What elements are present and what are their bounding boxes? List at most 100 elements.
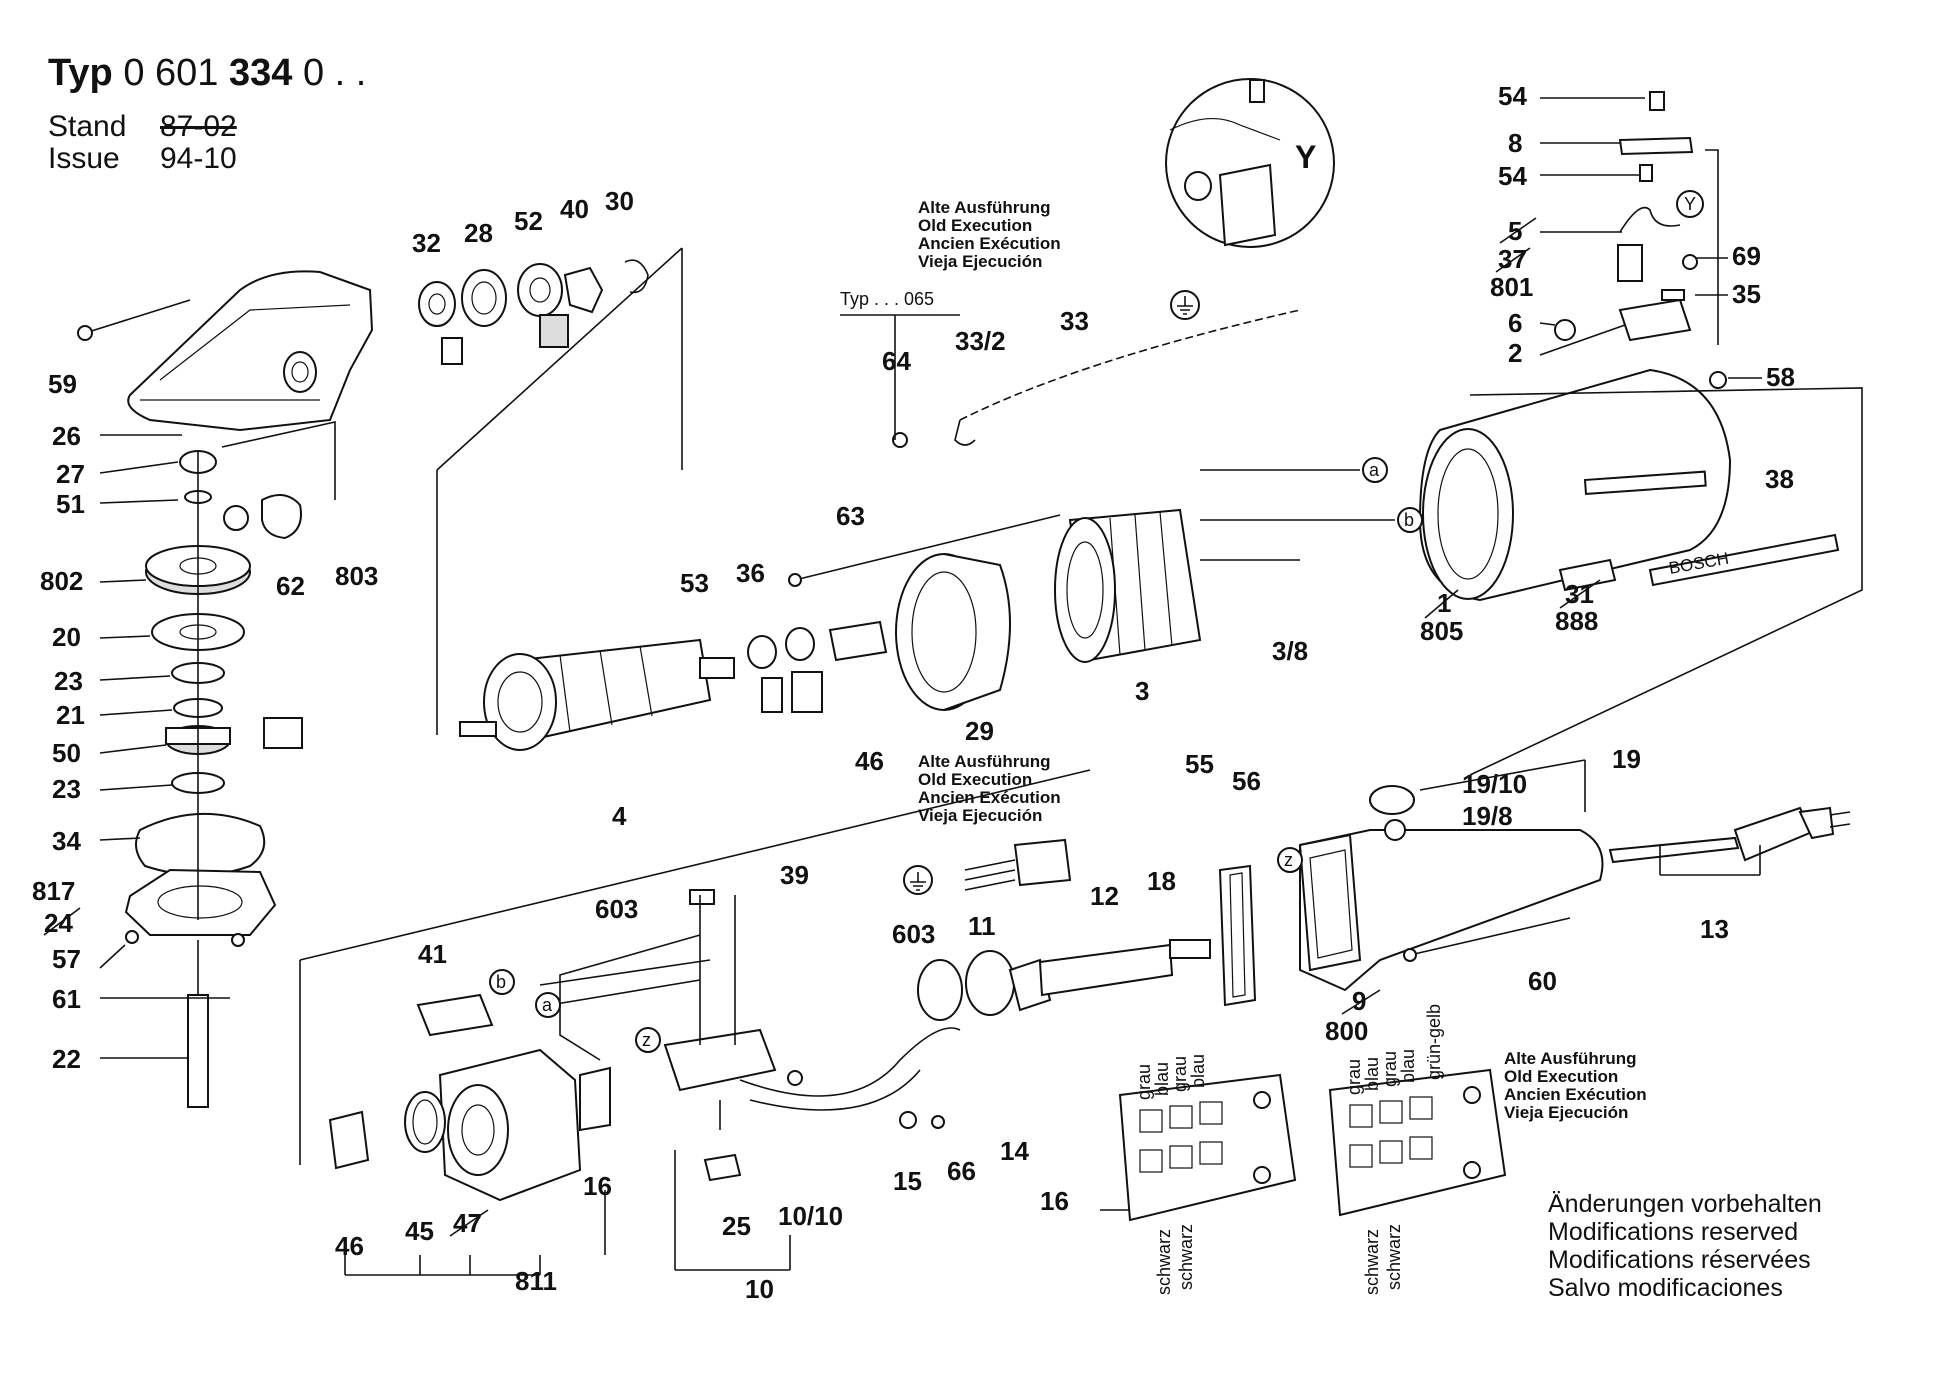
callout: 51: [56, 489, 85, 519]
callout: 19/10: [1462, 769, 1527, 799]
callout-leaders: [99, 97, 1762, 1059]
callout: 603: [595, 894, 638, 924]
svg-text:schwarz: schwarz: [1362, 1229, 1382, 1295]
callout: 35: [1732, 279, 1761, 309]
callout: 16: [583, 1171, 612, 1201]
svg-text:z: z: [1284, 850, 1293, 870]
svg-text:b: b: [496, 972, 506, 992]
svg-text:blau: blau: [1188, 1054, 1208, 1088]
callout: 805: [1420, 616, 1463, 646]
callout: 800: [1325, 1016, 1368, 1046]
callout: 52: [514, 206, 543, 236]
callout: 817: [32, 876, 75, 906]
motor-housing: [1418, 368, 1863, 776]
callout: 21: [56, 700, 85, 730]
callout: 3/8: [1272, 636, 1308, 666]
callout: 33/2: [955, 326, 1006, 356]
old-execution-note-2: Alte Ausführung Old Execution Ancien Exé…: [918, 752, 1061, 825]
svg-text:b: b: [1404, 510, 1414, 530]
callout: 10: [745, 1274, 774, 1304]
suppressor: [903, 838, 1072, 895]
callout: 26: [52, 421, 81, 451]
switch-housing: [299, 769, 1091, 1202]
handle: [1298, 759, 1604, 992]
stator: [1054, 469, 1395, 663]
callout: 23: [54, 666, 83, 696]
gear-head-housing: [77, 270, 374, 432]
callout: 53: [680, 568, 709, 598]
callout: 62: [276, 571, 305, 601]
callout: 39: [780, 860, 809, 890]
svg-text:schwarz: schwarz: [1176, 1224, 1196, 1290]
svg-text:z: z: [642, 1030, 651, 1050]
svg-text:grün-gelb: grün-gelb: [1424, 1004, 1444, 1080]
callout: 6: [1508, 308, 1522, 338]
callout: 13: [1700, 914, 1729, 944]
typ-prefix: 0 601: [123, 52, 219, 94]
issue-label: Issue: [48, 142, 120, 175]
earth-wire: Typ . . . 065: [840, 289, 1301, 448]
svg-text:grau: grau: [1380, 1051, 1400, 1087]
callout: 12: [1090, 881, 1119, 911]
callout: 63: [836, 501, 865, 531]
detail-y: Y: [1165, 78, 1335, 248]
callout: 40: [560, 194, 589, 224]
pinion-shaft-stack: [124, 421, 336, 1108]
callout: 3: [1135, 676, 1149, 706]
callout: 59: [48, 369, 77, 399]
svg-text:grau: grau: [1134, 1064, 1154, 1100]
callout: 22: [52, 1044, 81, 1074]
callout-numbers: 59 26 27 51 802 20 23 21 50 23 34 817 24…: [32, 81, 1795, 1304]
callout: 11: [968, 911, 996, 941]
stand-label: Stand: [48, 110, 127, 143]
callout: 45: [405, 1216, 434, 1246]
callout: 33: [1060, 306, 1089, 336]
terminal-board-left: [1100, 1073, 1297, 1222]
callout: 47: [453, 1208, 482, 1238]
callout: 38: [1765, 464, 1794, 494]
callout: 603: [892, 919, 935, 949]
callout: 27: [56, 459, 85, 489]
callout: 802: [40, 566, 83, 596]
callout: 29: [965, 716, 994, 746]
callout: 41: [418, 939, 447, 969]
callout: 9: [1352, 986, 1366, 1016]
issue-value: 94-10: [160, 142, 237, 175]
callout: 888: [1555, 606, 1598, 636]
callout: 19/8: [1462, 801, 1513, 831]
callout: 803: [335, 561, 378, 591]
model-type: Typ 0 601 334 0 . .: [48, 52, 366, 95]
wire-labels-left-top: grau blau grau blau: [1134, 1054, 1208, 1100]
typ-variant-label: Typ . . . 065: [840, 289, 934, 309]
callout: 34: [52, 826, 81, 856]
callout: 14: [1000, 1136, 1029, 1166]
callout: 54: [1498, 161, 1527, 191]
svg-text:blau: blau: [1398, 1049, 1418, 1083]
callout: 19: [1612, 744, 1641, 774]
armature: [459, 514, 1061, 751]
callout: 64: [882, 346, 911, 376]
bracket: [1218, 864, 1257, 1007]
stand-row: Stand 87-02: [48, 110, 237, 144]
svg-text:blau: blau: [1362, 1057, 1382, 1091]
old-execution-note-1: Alte Ausführung Old Execution Ancien Exé…: [918, 198, 1061, 271]
svg-text:Y: Y: [1684, 194, 1696, 214]
callout: 16: [1040, 1186, 1069, 1216]
callout: 55: [1185, 749, 1214, 779]
callout: 10/10: [778, 1201, 843, 1231]
stand-value: 87-02: [160, 110, 237, 143]
brush-holder-assembly: [1554, 91, 1727, 389]
callout: 46: [335, 1231, 364, 1261]
wire-labels-right-bottom: schwarz schwarz: [1362, 1224, 1404, 1295]
callout: 25: [722, 1211, 751, 1241]
callout: 37: [1498, 244, 1527, 274]
callout: 69: [1732, 241, 1761, 271]
callout: 20: [52, 622, 81, 652]
callout: 801: [1490, 272, 1533, 302]
svg-text:a: a: [1369, 460, 1380, 480]
switch-and-wiring: [344, 889, 961, 1276]
circle-markers: a b a b z z Y: [489, 190, 1704, 1053]
callout: 28: [464, 218, 493, 248]
